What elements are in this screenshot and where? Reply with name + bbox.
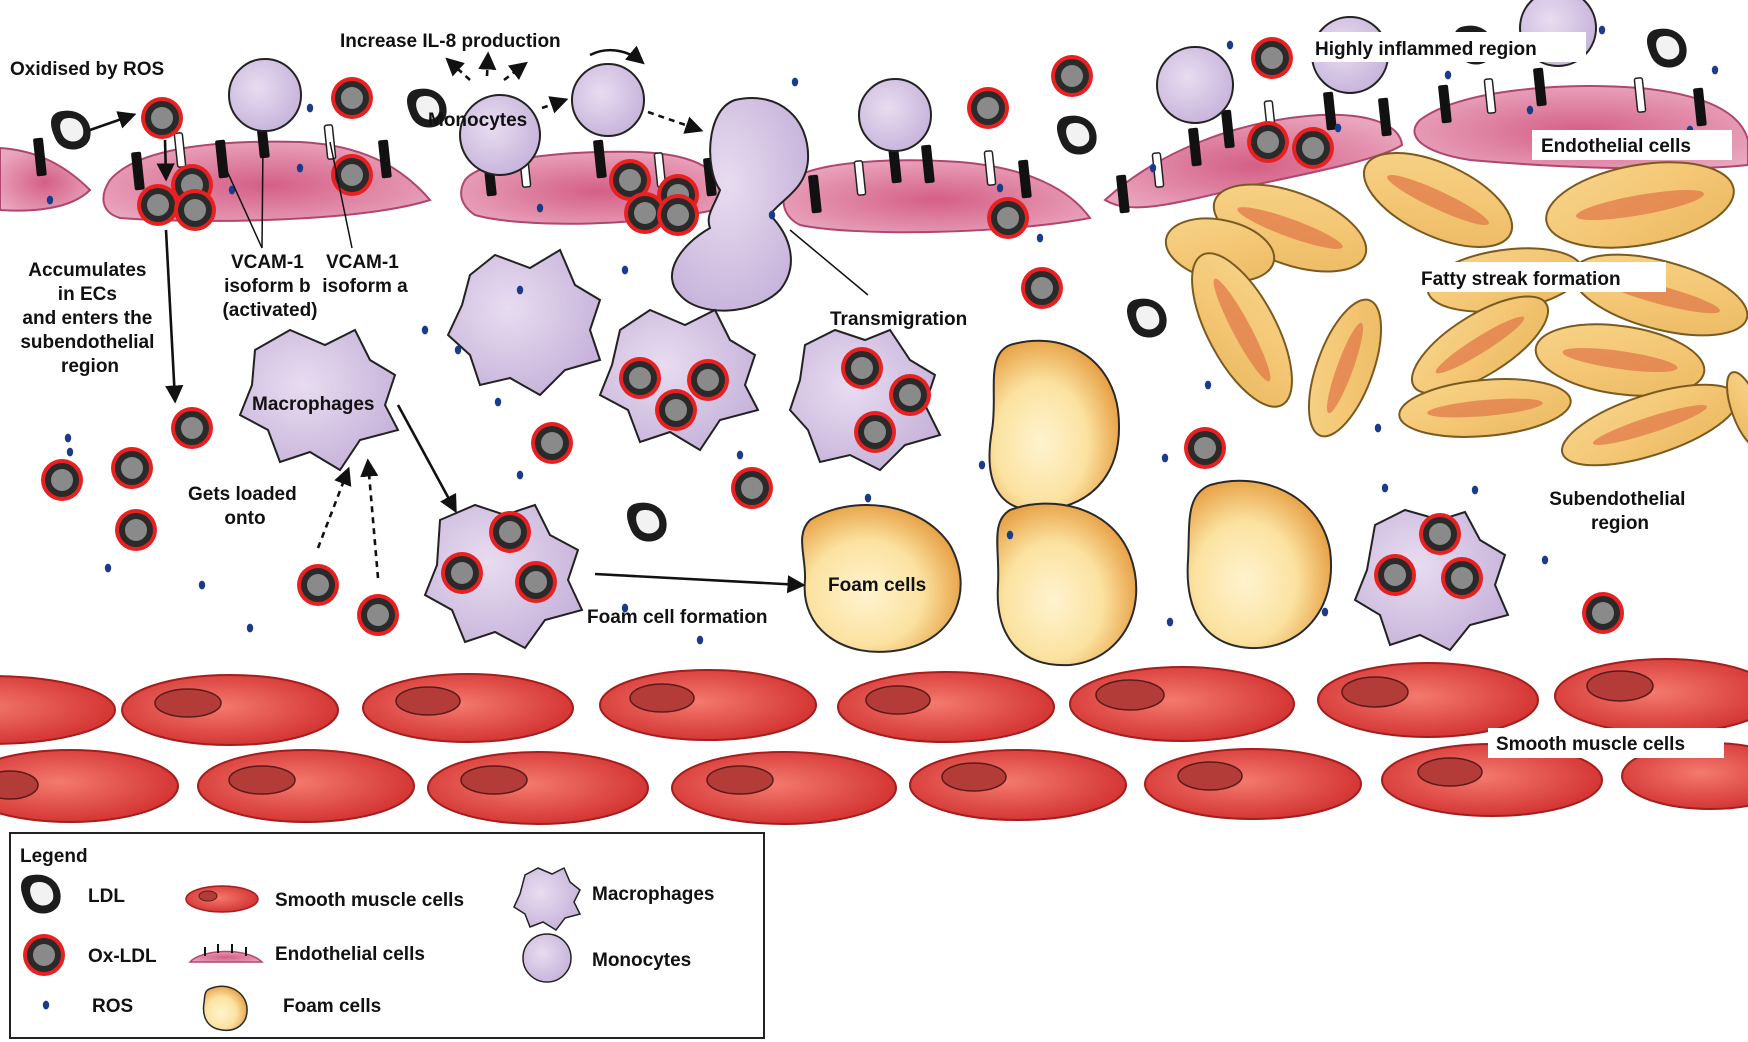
legend-monocyte-icon [522, 933, 572, 983]
label-subendothelial: Subendothelial region [1549, 489, 1690, 534]
legend-macrophages: Macrophages [592, 884, 714, 905]
smooth-muscle-cell [427, 751, 649, 825]
smooth-muscle-cell [1317, 662, 1539, 738]
foam-cell [1186, 479, 1333, 650]
legend-monocytes: Monocytes [592, 950, 691, 971]
labels: Oxidised by ROS Increase IL-8 production… [10, 31, 1732, 758]
fatty-streak-cells [1164, 152, 1748, 467]
legend-foam: Foam cells [283, 996, 381, 1017]
legend-title: Legend [20, 846, 88, 867]
label-increase-il8: Increase IL-8 production [340, 31, 561, 52]
macrophages [238, 248, 1510, 652]
legend-endothelial: Endothelial cells [275, 944, 425, 965]
monocyte [1156, 46, 1234, 124]
legend-smooth-muscle: Smooth muscle cells [275, 890, 464, 911]
foam-cell [988, 339, 1120, 512]
macrophage [788, 328, 942, 472]
legend-smooth-muscle-icon [185, 885, 259, 913]
label-oxidised-by-ros: Oxidised by ROS [10, 59, 164, 80]
smooth-muscle-cell [0, 749, 179, 823]
smooth-muscle-layer [0, 658, 1748, 825]
label-smooth-muscle-cells: Smooth muscle cells [1496, 734, 1685, 755]
macrophage [423, 503, 584, 650]
label-highly-inflamed: Highly inflammed region [1315, 39, 1537, 60]
label-monocytes: Monocytes [428, 110, 527, 131]
smooth-muscle-cell [1069, 666, 1295, 742]
legend-ros: ROS [92, 996, 133, 1017]
smooth-muscle-cell [909, 749, 1127, 821]
label-endothelial-cells: Endothelial cells [1541, 136, 1691, 157]
label-foam-cells: Foam cells [828, 575, 926, 596]
label-accumulates: Accumulates in ECs and enters the subend… [20, 260, 159, 377]
legend-ros-icon [42, 1000, 50, 1010]
monocyte [228, 58, 302, 150]
label-vcam-b: VCAM-1 isoform b (activated) [222, 252, 317, 321]
label-foam-cell-formation: Foam cell formation [587, 607, 768, 628]
label-fatty-streak: Fatty streak formation [1421, 269, 1621, 290]
smooth-muscle-cell [1554, 658, 1748, 734]
monocyte [571, 63, 645, 137]
foam-cells [801, 339, 1333, 667]
smooth-muscle-cell [837, 671, 1055, 743]
monocyte [459, 94, 541, 176]
label-transmigration: Transmigration [830, 309, 967, 330]
macrophage [238, 328, 400, 472]
arrows [89, 45, 806, 594]
macrophage [598, 308, 760, 452]
legend-oxldl: Ox-LDL [88, 946, 157, 967]
foam-cell [996, 502, 1138, 667]
smooth-muscle-cell [1381, 743, 1603, 817]
legend-endothelial-icon [188, 944, 264, 963]
label-macrophages: Macrophages [252, 394, 374, 415]
smooth-muscle-cell [121, 674, 339, 746]
legend-oxldl-icon [23, 934, 65, 976]
smooth-muscle-cell [599, 669, 817, 741]
smooth-muscle-cell [671, 751, 897, 825]
smooth-muscle-cell [1144, 748, 1362, 820]
label-gets-loaded: Gets loaded onto [188, 484, 302, 529]
leader-lines [221, 139, 869, 296]
monocyte [858, 78, 932, 152]
legend: Legend LDL Ox-LDL ROS Smooth muscle cell… [9, 832, 765, 1039]
endothelial-cell [782, 159, 1092, 234]
macrophage [1353, 508, 1510, 652]
smooth-muscle-cell [362, 673, 574, 743]
endothelial-cell [0, 146, 92, 212]
legend-ldl: LDL [88, 886, 125, 907]
label-vcam-a: VCAM-1 isoform a [322, 252, 408, 297]
smooth-muscle-cell [0, 675, 116, 745]
legend-box [9, 832, 765, 1039]
transmigrating-monocyte [670, 97, 810, 312]
smooth-muscle-cell [197, 749, 415, 823]
macrophage [446, 248, 602, 397]
legend-foam-icon [202, 985, 248, 1032]
legend-macrophage-icon [513, 866, 582, 931]
